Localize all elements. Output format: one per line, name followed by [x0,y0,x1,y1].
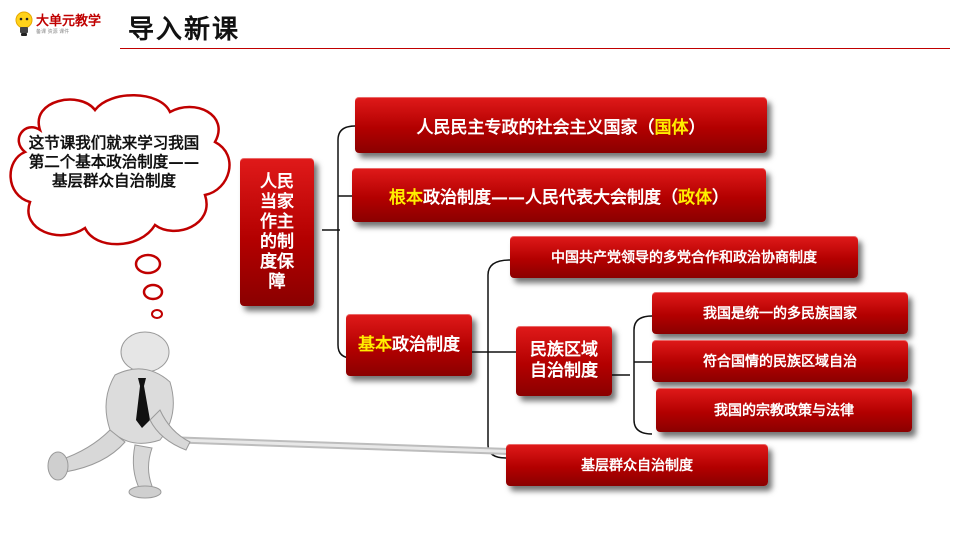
fundamental-highlight: 根本 [389,187,423,208]
grassroots-autonomy-box: 基层群众自治制度 [506,444,768,486]
root-box: 人民当家作主的制度保障 [240,158,314,306]
regional-autonomy-label: 民族区域自治制度 [530,340,598,381]
regional-item-label: 我国是统一的多民族国家 [703,306,857,322]
grassroots-autonomy-label: 基层群众自治制度 [581,458,693,474]
thought-bubble [9,94,231,319]
regional-item: 我国是统一的多民族国家 [652,292,908,334]
regional-autonomy-box: 民族区域自治制度 [516,326,612,396]
fundamental-tail: ） [712,187,729,208]
logo-subtext: 备课 资源 课件 [36,29,70,35]
state-system-text: 人民民主专政的社会主义国家（ [416,117,655,138]
logo: 大单元教学 备课 资源 课件 [14,8,110,44]
root-label: 人民当家作主的制度保障 [260,172,294,292]
header-divider [120,48,950,49]
basic-system-box: 基本政治制度 [346,314,472,376]
state-system-tail: ） [688,117,706,138]
regional-item: 符合国情的民族区域自治 [652,340,908,382]
fundamental-system-box: 根本政治制度——人民代表大会制度（政体） [352,168,766,222]
basic-highlight: 基本 [358,335,392,355]
header: 大单元教学 备课 资源 课件 导入新课 [0,0,960,52]
regional-item-label: 符合国情的民族区域自治 [703,354,857,370]
fundamental-text: 政治制度——人民代表大会制度（ [423,187,678,208]
page-title: 导入新课 [128,15,241,45]
state-system-highlight: 国体 [654,117,689,138]
cpc-cooperation-box: 中国共产党领导的多党合作和政治协商制度 [510,236,858,278]
basic-text: 政治制度 [392,335,460,355]
lightbulb-icon [15,11,33,36]
state-system-box: 人民民主专政的社会主义国家（国体） [355,97,767,153]
thought-bubble-text: 这节课我们就来学习我国第二个基本政治制度——基层群众自治制度 [28,134,200,190]
regional-item-label: 我国的宗教政策与法律 [714,403,854,419]
logo-text: 大单元教学 [36,14,102,29]
regional-item: 我国的宗教政策与法律 [656,388,912,432]
pointing-figure-icon [47,331,529,499]
cpc-cooperation-label: 中国共产党领导的多党合作和政治协商制度 [551,250,817,266]
fundamental-highlight-2: 政体 [678,187,712,208]
